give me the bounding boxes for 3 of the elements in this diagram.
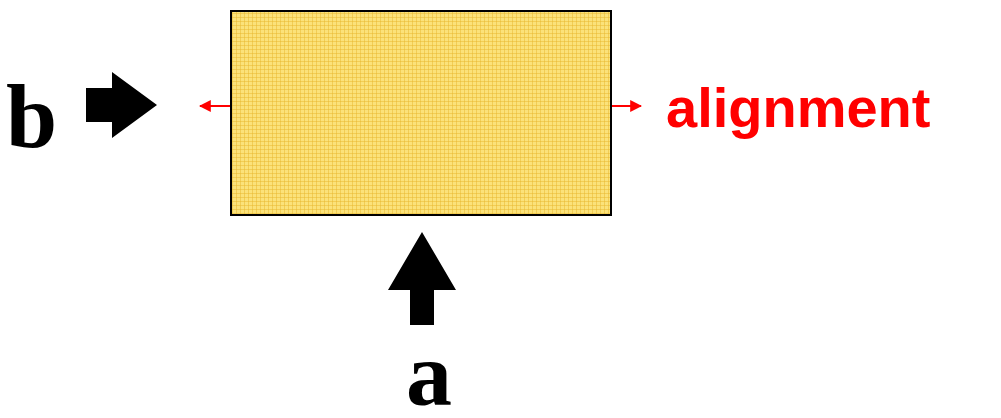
axis-label: b	[6, 70, 58, 162]
axis-label: a	[406, 328, 452, 418]
grid-box	[230, 10, 612, 216]
